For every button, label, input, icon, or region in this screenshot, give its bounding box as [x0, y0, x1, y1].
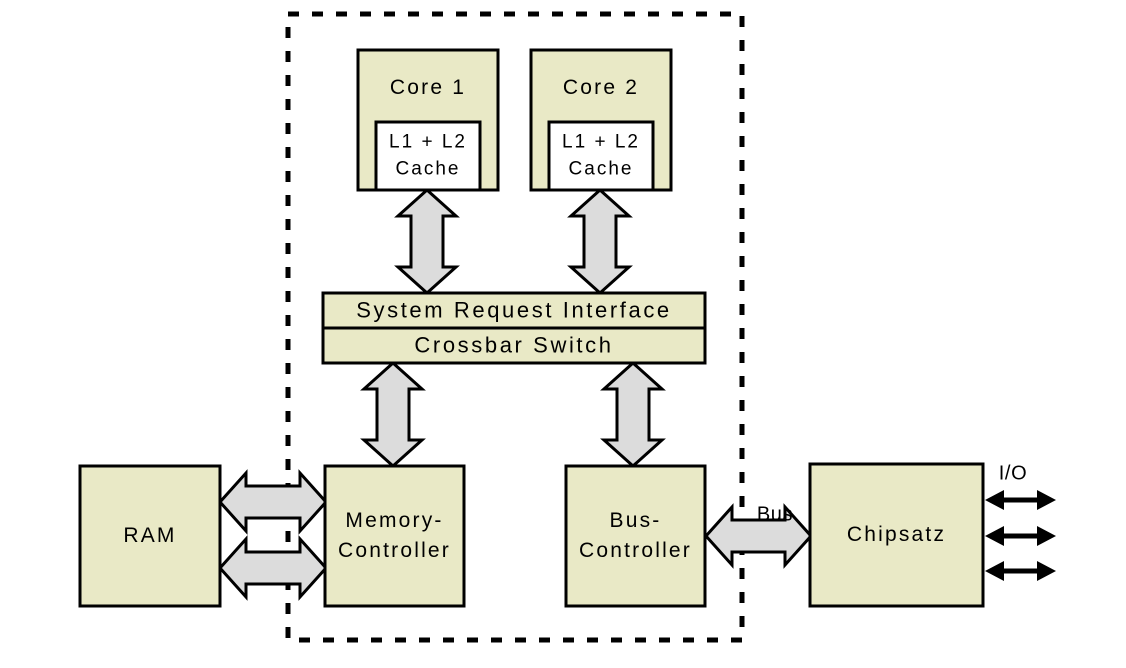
block-rect-ram	[78, 464, 222, 608]
block-label-core1: Core 1	[390, 76, 466, 99]
arrow-head-right-io-line-3	[1037, 561, 1056, 581]
arrow-io-line-2	[985, 526, 1056, 546]
arrow-crossbar-to-busctl	[600, 360, 666, 469]
arrow-core1-to-sri	[394, 187, 460, 296]
cache-rect-cache1	[374, 120, 482, 192]
annotation-io-label: I/O	[999, 462, 1027, 484]
bar-sri: System Request Interface	[321, 291, 707, 330]
arrow-core2-to-sri	[567, 187, 633, 296]
bar-rect-sri	[321, 291, 707, 330]
arrow-io-line-3	[985, 561, 1056, 581]
block-label-memctl: Memory-Controller	[338, 509, 451, 562]
block-ram: RAM	[78, 464, 222, 608]
block-label-core2: Core 2	[563, 76, 639, 99]
block-rect-chipset	[808, 462, 985, 608]
arrow-head-right-io-line-1	[1037, 490, 1056, 510]
block-layer: Core 1 Core 2 RAM Memory-Controller Bus-Cont…	[78, 48, 985, 608]
bar-label-sri: System Request Interface	[356, 297, 672, 322]
bar-crossbar: Crossbar Switch	[321, 326, 707, 365]
block-rect-busctl	[564, 464, 707, 608]
arrow-head-right-io-line-2	[1037, 526, 1056, 546]
block-memctl: Memory-Controller	[323, 464, 466, 608]
arrow-crossbar-to-memctl	[360, 360, 426, 469]
block-label-chipset: Chipsatz	[847, 523, 946, 546]
arrow-ram-to-memctl-upper	[217, 469, 329, 535]
block-label-ram: RAM	[123, 524, 176, 547]
block-busctl: Bus-Controller	[564, 464, 707, 608]
cpu-die-boundary	[285, 11, 745, 643]
die-boundary-layer	[285, 11, 745, 643]
annotation-bus-label: Bus	[757, 503, 793, 525]
block-rect-memctl	[323, 464, 466, 608]
arrow-head-left-io-line-2	[985, 526, 1004, 546]
block-chipset: Chipsatz	[808, 462, 985, 608]
block-label-busctl: Bus-Controller	[579, 509, 692, 562]
arrow-head-left-io-line-1	[985, 490, 1004, 510]
arrow-io-line-1	[985, 490, 1056, 510]
annotation-layer: I/O Bus	[757, 462, 1056, 581]
arrow-ram-to-memctl-lower	[217, 535, 329, 601]
arrow-head-left-io-line-3	[985, 561, 1004, 581]
arrow-layer	[217, 187, 814, 601]
cache-rect-cache2	[547, 120, 655, 192]
bar-rect-crossbar	[321, 326, 707, 365]
bar-label-crossbar: Crossbar Switch	[414, 332, 613, 357]
